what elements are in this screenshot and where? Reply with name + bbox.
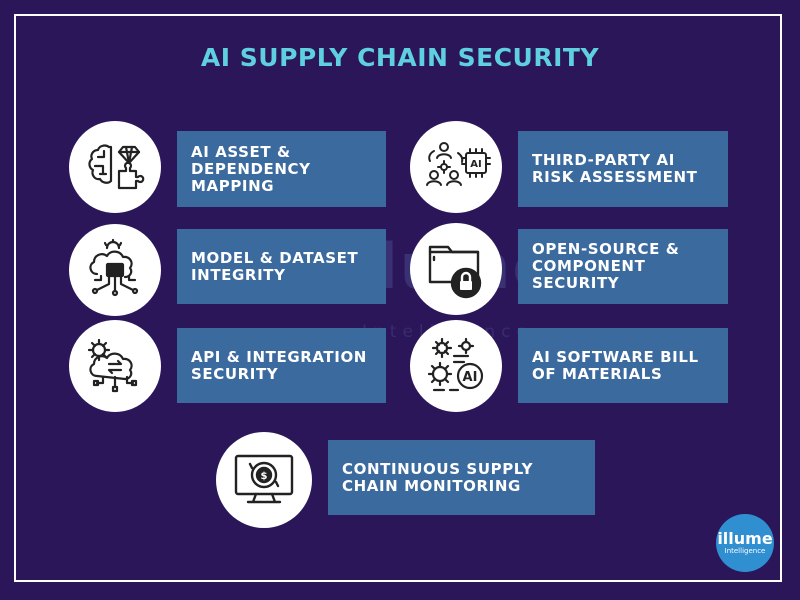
cloud-gear-sync-icon	[69, 320, 161, 412]
svg-text:$: $	[261, 471, 268, 482]
label-ai-asset-dependency-mapping: AI ASSET & DEPENDENCY MAPPING	[177, 131, 386, 207]
logo-text: illume	[717, 528, 773, 548]
label-open-source-component-security: OPEN-SOURCE & COMPONENT SECURITY	[518, 229, 728, 304]
brain-gem-puzzle-icon	[69, 121, 161, 213]
svg-text:AI: AI	[463, 370, 478, 385]
label-api-integration-security: API & INTEGRATION SECURITY	[177, 328, 386, 403]
svg-text:AI: AI	[470, 159, 481, 170]
border-frame	[14, 14, 782, 582]
label-model-dataset-integrity: MODEL & DATASET INTEGRITY	[177, 229, 386, 304]
label-third-party-ai-risk-assessment: THIRD-PARTY AI RISK ASSESSMENT	[518, 131, 728, 207]
label-ai-software-bill-of-materials: AI SOFTWARE BILL OF MATERIALS	[518, 328, 728, 403]
folder-lock-icon	[410, 223, 502, 315]
cloud-circuit-icon	[69, 224, 161, 316]
page-title: AI SUPPLY CHAIN SECURITY	[200, 43, 600, 72]
brand-logo: illume Intelligence	[716, 514, 774, 572]
monitor-dollar-cycle-icon: $	[216, 432, 312, 528]
gears-ai-icon: AI	[410, 320, 502, 412]
label-continuous-supply-chain-monitoring: CONTINUOUS SUPPLY CHAIN MONITORING	[328, 440, 595, 515]
logo-subtext: Intelligence	[724, 546, 766, 555]
people-ai-chip-icon: AI	[410, 121, 502, 213]
